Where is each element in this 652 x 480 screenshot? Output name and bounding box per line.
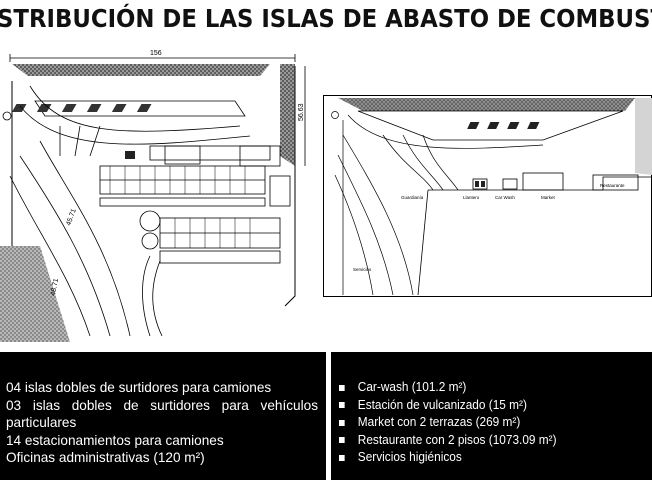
label-guardiania: Guardianía	[401, 195, 424, 200]
facilities-list-left: 04 islas dobles de surtidores para camio…	[0, 352, 326, 467]
facilities-panel-left: 04 islas dobles de surtidores para camio…	[0, 352, 326, 480]
label-servicios: Servicios	[353, 267, 372, 272]
list-item: Car-wash (101.2 m²)	[339, 379, 633, 397]
square-bullet-icon	[339, 454, 345, 461]
dimension-diagonal-1-label: 45.71	[65, 208, 78, 227]
square-bullet-icon	[339, 419, 345, 426]
list-item: 03 islas dobles de surtidores para vehíc…	[6, 397, 318, 413]
list-item: Market con 2 terrazas (269 m²)	[339, 414, 633, 432]
list-item-text: Servicios higiénicos	[357, 450, 462, 464]
square-bullet-icon	[339, 384, 345, 391]
list-item: Restaurante con 2 pisos (1073.09 m²)	[339, 432, 633, 450]
list-item: Oficinas administrativas (120 m²)	[6, 450, 205, 465]
site-plan-right: Guardianía Llantero Car Wash Market Rest…	[323, 95, 652, 297]
dimension-right-label: 56.63	[298, 103, 305, 121]
site-plan-right-drawing: Guardianía Llantero Car Wash Market Rest…	[323, 95, 652, 297]
dimension-diagonal-2-label: 48.71	[50, 278, 60, 297]
list-item-text: Market con 2 terrazas (269 m²)	[357, 415, 521, 429]
slide-title: STRIBUCIÓN DE LAS ISLAS DE ABASTO DE COM…	[0, 4, 652, 33]
list-item-text: Estación de vulcanizado (15 m²)	[357, 397, 527, 412]
facilities-panel-right: Car-wash (101.2 m²) Estación de vulcaniz…	[331, 352, 652, 480]
square-bullet-icon	[339, 402, 345, 409]
list-item: particulares	[6, 415, 77, 430]
label-market: Market	[541, 195, 556, 200]
square-bullet-icon	[339, 437, 345, 444]
list-item: Estación de vulcanizado (15 m²)	[339, 397, 633, 415]
list-item: Servicios higiénicos	[339, 449, 633, 467]
site-plan-left: 156 56.63	[0, 46, 322, 342]
label-llantero: Llantero	[463, 195, 480, 200]
facilities-list-right: Car-wash (101.2 m²) Estación de vulcaniz…	[331, 352, 652, 467]
label-car-wash: Car Wash	[495, 195, 515, 200]
label-restaurante: Restaurante	[600, 183, 625, 188]
list-item: 04 islas dobles de surtidores para camio…	[6, 380, 272, 395]
site-plan-left-drawing: 156 56.63	[0, 50, 306, 342]
list-item-text: Restaurante con 2 pisos (1073.09 m²)	[357, 432, 557, 447]
list-item: 14 estacionamientos para camiones	[6, 432, 224, 448]
dimension-top-label: 156	[150, 50, 162, 57]
list-item-text: Car-wash (101.2 m²)	[357, 380, 467, 394]
